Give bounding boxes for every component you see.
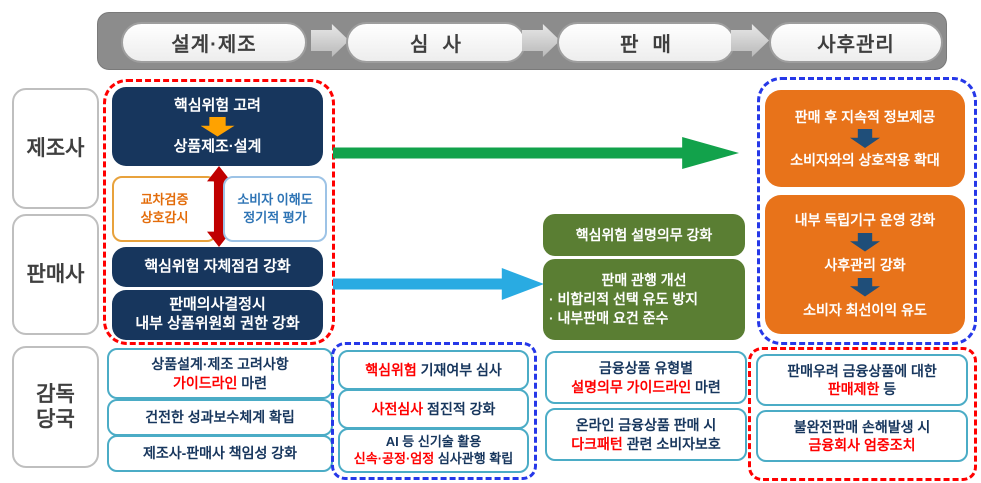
reg-sales-box1: 금융상품 유형별 설명의무 가이드라인 마련 — [545, 351, 747, 404]
blue-arrow-down-icon — [850, 129, 880, 148]
reg-review-box3-line2: 신속·공정·엄정 심사관행 확립 — [354, 451, 513, 468]
reg-review-box2-rest: 점진적 강화 — [423, 400, 496, 417]
stage-label-design: 설계·제조 — [171, 34, 257, 56]
reg-review-box1-rest: 기재여부 심사 — [416, 361, 502, 378]
reg-sales-box1-line2: 설명의무 가이드라인 마련 — [571, 378, 720, 396]
reg-sales-box2: 온라인 금융상품 판매 시 다크패턴 관련 소비자보호 — [545, 408, 747, 461]
reg-sales-box2-rest: 관련 소비자보호 — [622, 435, 721, 452]
row-label-manufacturer: 제조사 — [12, 88, 99, 209]
reg-design-box1-rest: 마련 — [237, 374, 268, 391]
row-label-regulator-line2: 당국 — [36, 408, 75, 431]
reg-review-box2: 사전심사 점진적 강화 — [338, 389, 529, 429]
reg-design-box3-text: 제조사-판매사 책임성 강화 — [142, 445, 298, 462]
green-flow-arrow-icon — [333, 137, 739, 169]
reg-post-box1-red: 판매제한 — [827, 381, 880, 397]
reg-review-box3-line1: AI 등 신기술 활용 — [385, 433, 482, 449]
row-label-seller: 판매사 — [12, 214, 99, 335]
committee-authority-box: 판매의사결정시 내부 상품위원회 권한 강화 — [112, 290, 323, 340]
row-label-regulator-line1: 감독 — [36, 382, 75, 406]
chevron-right-icon — [311, 24, 349, 57]
reg-review-box1-red: 핵심위험 — [365, 361, 417, 378]
reg-sales-box1-red: 설명의무 가이드라인 — [571, 378, 692, 395]
post-info-line2: 소비자와의 상호작용 확대 — [790, 152, 940, 168]
sales-practice-box: 판매 관행 개선 · 비합리적 선택 유도 방지 · 내부판매 요건 준수 — [543, 259, 745, 340]
cross-check-line1: 교차검증 — [140, 192, 189, 208]
reg-design-box2: 건전한 성과보수체계 확립 — [107, 399, 333, 436]
stage-label-sales: 판 매 — [620, 34, 672, 56]
row-label-seller-text: 판매사 — [26, 262, 85, 286]
blue-arrow-down-icon — [850, 232, 880, 252]
row-label-regulator: 감독 당국 — [12, 346, 99, 468]
post-info-box: 판매 후 지속적 정보제공 소비자와의 상호작용 확대 — [765, 90, 965, 187]
blue-flow-arrow-icon — [333, 268, 544, 300]
reg-post-box1-line2: 판매제한 등 — [828, 380, 896, 398]
self-check-text: 핵심위험 자체점검 강화 — [144, 257, 291, 275]
reg-post-box2-red: 금융회사 엄중조치 — [808, 437, 916, 453]
reg-post-box1: 판매우려 금융상품에 대한 판매제한 등 — [756, 354, 968, 406]
reg-design-box1-line2: 가이드라인 마련 — [173, 374, 267, 392]
reg-post-box2-line2: 금융회사 엄중조치 — [809, 436, 916, 454]
reg-review-box3-red: 신속·공정·엄정 — [353, 450, 435, 466]
post-mgmt-line3: 소비자 최선이익 유도 — [803, 301, 927, 318]
reg-post-box2-line1: 불완전판매 손해발생 시 — [793, 418, 931, 435]
reg-post-box1-rest: 등 — [879, 381, 897, 397]
reg-review-box1: 핵심위험 기재여부 심사 — [338, 350, 529, 390]
reg-sales-box2-line1: 온라인 금융상품 판매 시 — [575, 417, 717, 434]
blue-arrow-down-icon — [850, 277, 880, 297]
reg-review-box2-line: 사전심사 점진적 강화 — [372, 400, 496, 418]
reg-review-group-border — [331, 342, 537, 480]
post-column-group-border — [757, 77, 977, 345]
reg-design-box1-red: 가이드라인 — [172, 374, 238, 391]
consumer-line2: 정기적 평가 — [243, 210, 307, 225]
reg-sales-box1-rest: 마련 — [691, 378, 721, 395]
consumer-understanding-box: 소비자 이해도 정기적 평가 — [223, 176, 327, 242]
chevron-right-icon — [522, 24, 560, 57]
reg-sales-box2-red: 다크패턴 — [571, 435, 623, 452]
stage-label-review: 심 사 — [410, 34, 462, 56]
reg-review-box1-line: 핵심위험 기재여부 심사 — [365, 361, 502, 379]
orange-arrow-down-icon — [200, 116, 235, 137]
reg-review-box2-red: 사전심사 — [371, 400, 424, 417]
committee-line2: 내부 상품위원회 권한 강화 — [135, 315, 300, 332]
reg-post-box2: 불완전판매 손해발생 시 금융회사 엄중조치 — [756, 410, 968, 462]
practice-bullet-1: · 비합리적 선택 유도 방지 — [549, 291, 699, 308]
stage-header-bar: 설계·제조 심 사 판 매 사후관리 — [97, 12, 947, 70]
stage-pill-design: 설계·제조 — [121, 22, 307, 63]
post-mgmt-line1: 내부 독립기구 운영 강화 — [794, 211, 936, 228]
post-mgmt-line2: 사후관리 강화 — [824, 256, 906, 273]
reg-design-box1-line1: 상품설계·제조 고려사항 — [151, 356, 289, 373]
row-label-manufacturer-text: 제조사 — [26, 136, 85, 160]
stage-label-post: 사후관리 — [817, 34, 895, 56]
explain-duty-text: 핵심위험 설명의무 강화 — [575, 226, 713, 243]
reg-sales-box1-line1: 금융상품 유형별 — [598, 360, 694, 377]
reg-design-box2-text: 건전한 성과보수체계 확립 — [145, 409, 295, 426]
explain-duty-box: 핵심위험 설명의무 강화 — [543, 214, 745, 256]
reg-post-box1-line1: 판매우려 금융상품에 대한 — [787, 362, 937, 379]
reg-review-box3: AI 등 신기술 활용 신속·공정·엄정 심사관행 확립 — [338, 428, 529, 473]
product-design-line: 상품제조·설계 — [173, 137, 262, 155]
reg-review-box3-rest: 심사관행 확립 — [434, 450, 514, 466]
core-risk-design-box: 핵심위험 고려 상품제조·설계 — [112, 87, 323, 166]
reg-design-box1: 상품설계·제조 고려사항 가이드라인 마련 — [107, 348, 333, 399]
post-mgmt-box: 내부 독립기구 운영 강화 사후관리 강화 소비자 최선이익 유도 — [765, 195, 965, 334]
reg-design-box3: 제조사-판매사 책임성 강화 — [107, 435, 333, 472]
stage-pill-post: 사후관리 — [769, 22, 943, 63]
consumer-line1: 소비자 이해도 — [237, 192, 313, 208]
practice-bullet-2: · 내부판매 요건 준수 — [549, 309, 669, 326]
chevron-right-icon — [731, 24, 769, 57]
stage-pill-review: 심 사 — [346, 22, 526, 63]
cross-check-line2: 상호감시 — [140, 210, 189, 225]
post-info-line1: 판매 후 지속적 정보제공 — [794, 109, 936, 125]
cross-check-box: 교차검증 상호감시 — [112, 176, 217, 242]
committee-line1: 판매의사결정시 — [169, 296, 266, 314]
reg-sales-box2-line2: 다크패턴 관련 소비자보호 — [571, 435, 720, 453]
self-check-box: 핵심위험 자체점검 강화 — [112, 247, 323, 287]
core-risk-line: 핵심위험 고려 — [174, 96, 261, 114]
stage-pill-sales: 판 매 — [557, 22, 735, 63]
design-column-group-border — [103, 79, 335, 345]
practice-title: 판매 관행 개선 — [601, 272, 687, 289]
reg-post-group-border — [748, 347, 977, 481]
